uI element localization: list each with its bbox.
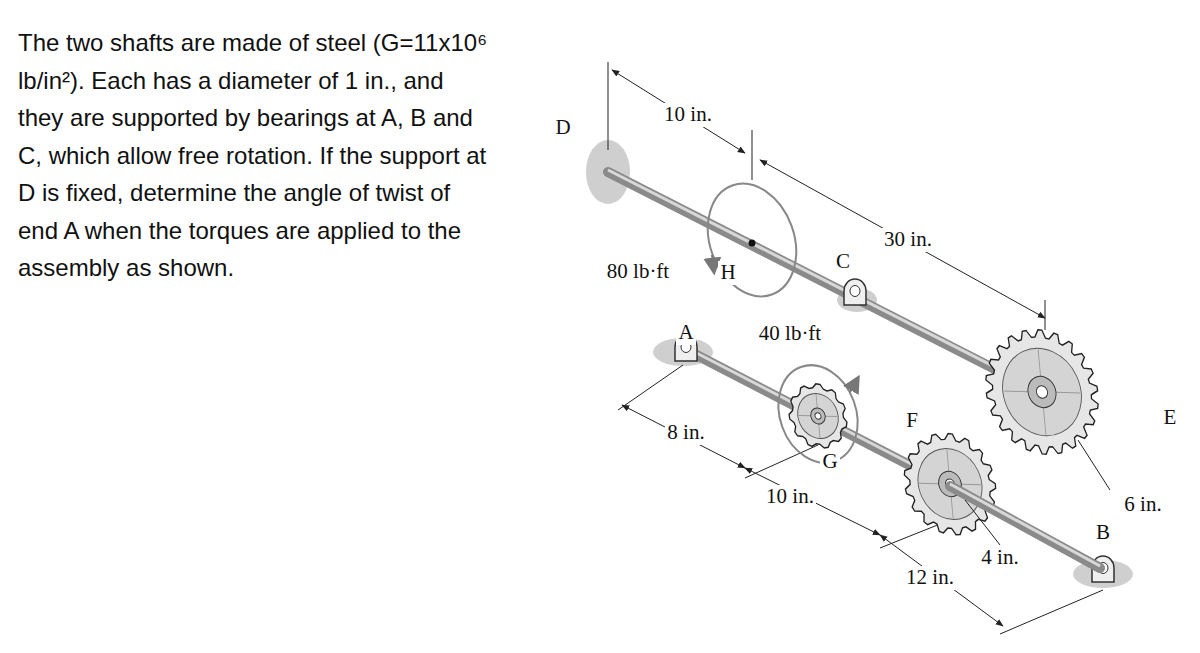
dimension-line bbox=[745, 468, 880, 535]
bearing-c bbox=[844, 279, 866, 305]
point-label: F bbox=[904, 409, 920, 432]
shaft-fb bbox=[950, 486, 1100, 568]
dimension-label: 10 in. bbox=[662, 103, 714, 126]
dimension-line bbox=[760, 160, 1045, 318]
dimension-label: 4 in. bbox=[979, 546, 1020, 569]
shaft-fb-highlight bbox=[950, 484, 1100, 566]
problem-statement: The two shafts are made of steel (G=11x1… bbox=[18, 24, 488, 287]
dimension-label: 10 in. bbox=[764, 485, 816, 508]
point-label: A bbox=[676, 321, 695, 344]
point-label: B bbox=[1094, 521, 1112, 544]
torque-arrow-h bbox=[712, 255, 714, 272]
torque-label: 80 lb·ft bbox=[605, 260, 671, 283]
dimension-line bbox=[622, 405, 745, 468]
shaft-ab-highlight bbox=[683, 346, 950, 484]
extension-line bbox=[752, 130, 753, 180]
extension-line bbox=[1000, 590, 1103, 634]
point-label: E bbox=[1162, 406, 1179, 429]
extension-line bbox=[1045, 300, 1046, 330]
dimension-label: 30 in. bbox=[882, 228, 934, 251]
torque-ring-g bbox=[765, 354, 871, 474]
dimension-label: 8 in. bbox=[665, 421, 706, 444]
dimension-line bbox=[612, 70, 745, 153]
shaft-de bbox=[608, 172, 1040, 392]
extension-line bbox=[608, 62, 609, 150]
gear-e bbox=[966, 311, 1119, 473]
point-label: D bbox=[553, 116, 572, 139]
torque-ring-h bbox=[693, 171, 812, 309]
point-label: C bbox=[834, 250, 852, 273]
leader-line bbox=[1078, 440, 1110, 490]
dimension-label: 12 in. bbox=[904, 566, 956, 589]
extension-line bbox=[745, 445, 818, 478]
shaft-ab bbox=[683, 348, 950, 486]
leader-line bbox=[965, 500, 1000, 545]
point-label: H bbox=[718, 261, 737, 284]
point-label: G bbox=[820, 450, 839, 473]
shaft-de-highlight bbox=[608, 170, 1040, 390]
torque-arrow-g bbox=[850, 378, 858, 392]
dimension-label: 6 in. bbox=[1122, 493, 1163, 516]
torque-label: 40 lb·ft bbox=[757, 322, 823, 345]
extension-line bbox=[618, 365, 683, 410]
point-h bbox=[749, 240, 756, 247]
